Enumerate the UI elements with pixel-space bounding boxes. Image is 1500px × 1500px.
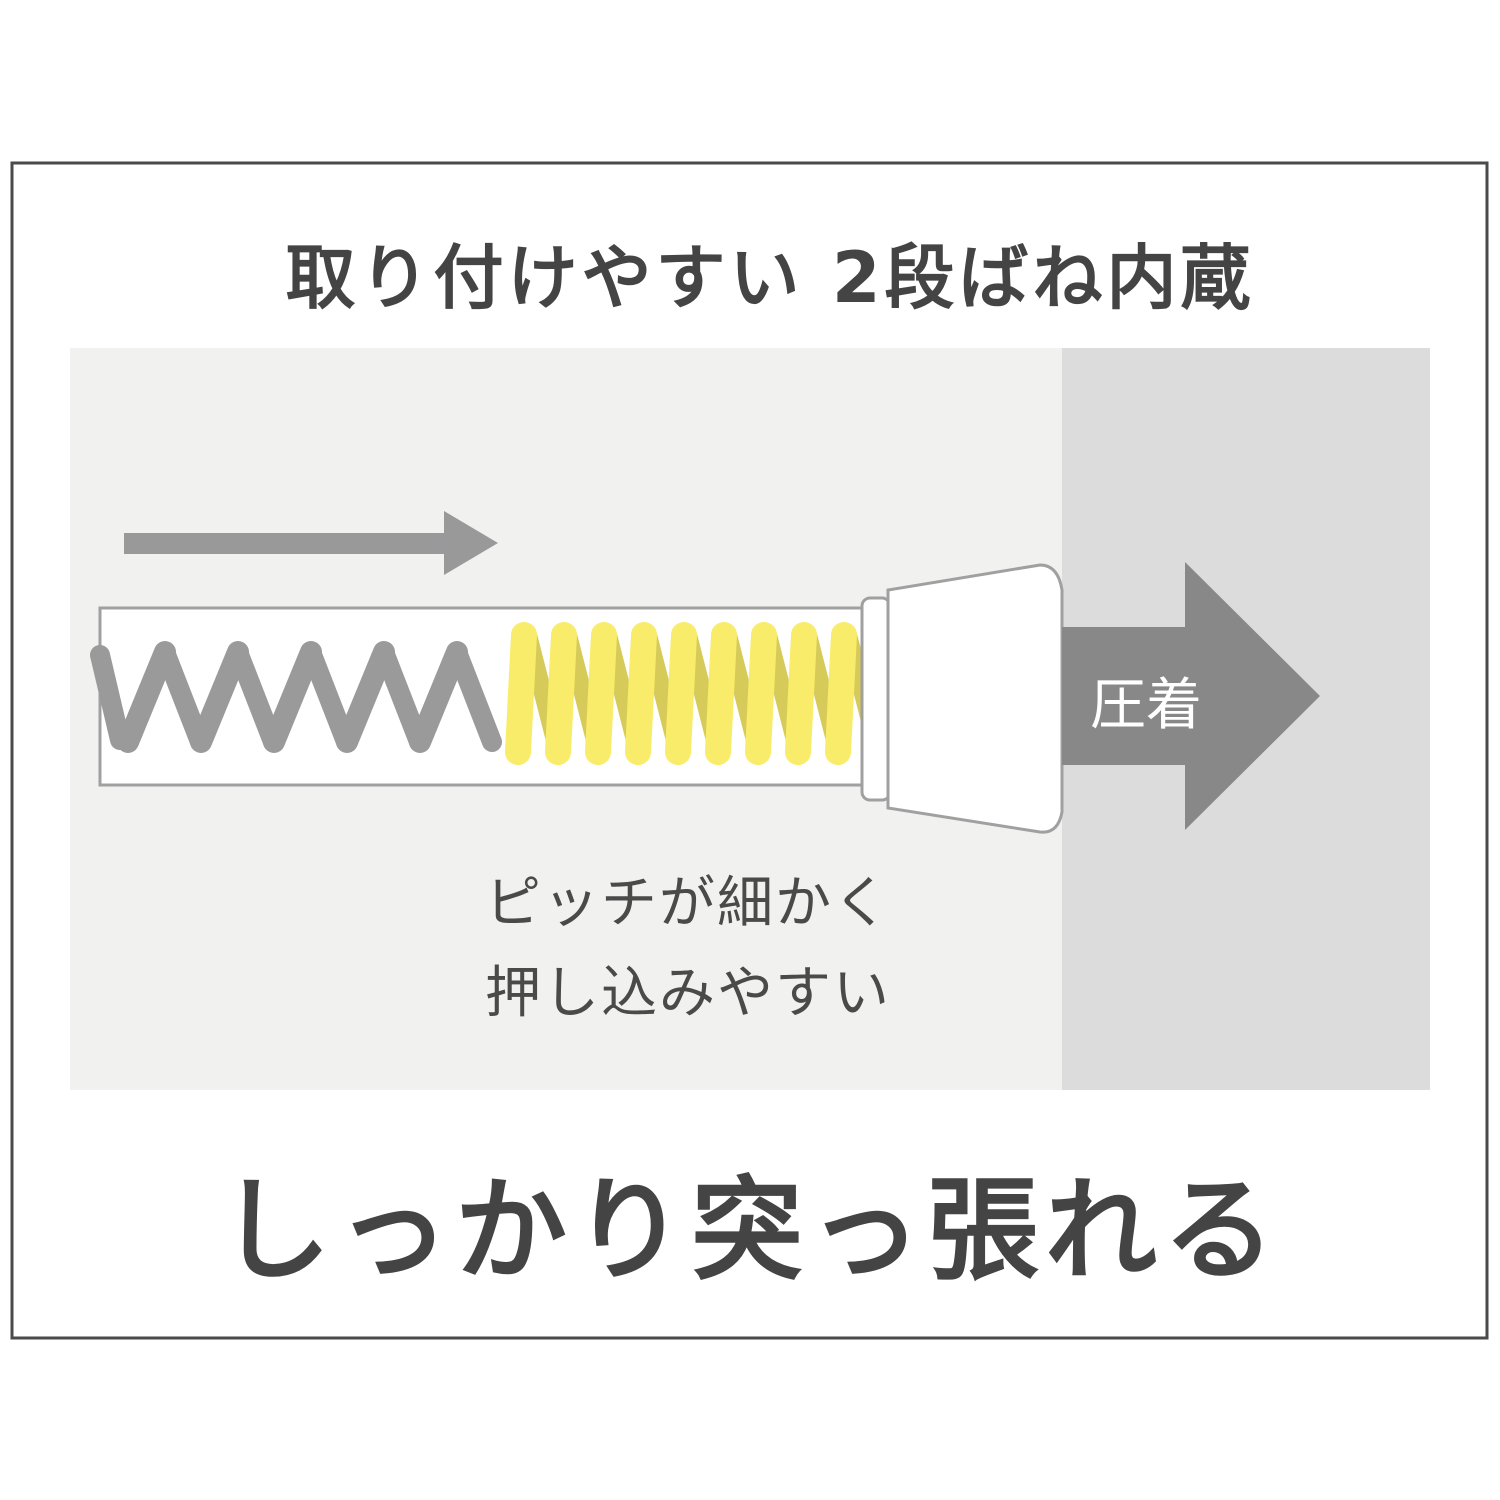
yellow-spring-front-coil — [745, 622, 777, 765]
yellow-spring-front-coil — [665, 622, 697, 765]
yellow-spring-front-coil — [505, 622, 537, 765]
title: 取り付けやすい 2段ばね内蔵 — [285, 237, 1255, 319]
gray-spring-front-coil — [409, 641, 468, 753]
yellow-spring-front-coil — [785, 622, 817, 765]
gray-spring-back-coil — [228, 642, 283, 752]
pitch-note-line1: ピッチが細かく — [485, 871, 891, 936]
gray-spring-back-coil — [447, 642, 502, 752]
tagline: しっかり突っ張れる — [219, 1166, 1281, 1296]
yellow-spring-front-coil — [625, 622, 657, 765]
pressure-arrow — [1062, 562, 1320, 830]
gray-spring-back-coil — [155, 642, 210, 752]
gray-spring-front-coil — [117, 641, 176, 753]
yellow-spring-front-coil — [585, 622, 617, 765]
gray-spring-front-coil — [336, 641, 395, 753]
springs — [90, 622, 887, 765]
gray-spring-front-coil — [190, 641, 249, 753]
yellow-spring-front-coil — [545, 622, 577, 765]
gray-spring-back-coil — [90, 645, 130, 750]
gray-spring-front-coil — [263, 641, 322, 753]
yellow-spring-front-coil — [825, 622, 857, 765]
gray-spring-back-coil — [301, 642, 356, 752]
end-cap — [860, 563, 1064, 834]
pressure-label: 圧着 — [1090, 673, 1202, 738]
pitch-note-line2: 押し込みやすい — [485, 961, 891, 1026]
push-direction-arrow — [124, 511, 498, 575]
yellow-spring-front-coil — [705, 622, 737, 765]
gray-spring-back-coil — [374, 642, 429, 752]
